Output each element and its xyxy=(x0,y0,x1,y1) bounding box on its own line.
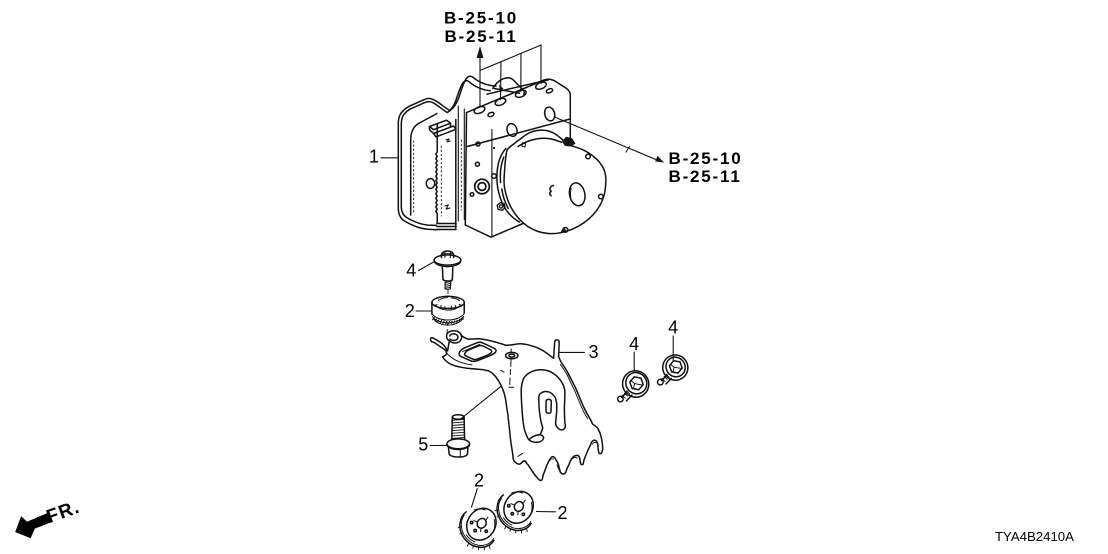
svg-text:B-25-11: B-25-11 xyxy=(444,27,517,46)
svg-text:4: 4 xyxy=(629,334,639,354)
svg-text:B-25-10: B-25-10 xyxy=(669,149,743,168)
svg-text:5: 5 xyxy=(418,434,428,454)
svg-text:2: 2 xyxy=(405,301,415,321)
svg-text:4: 4 xyxy=(406,261,416,281)
svg-text:2: 2 xyxy=(557,503,567,523)
svg-text:1: 1 xyxy=(369,147,379,167)
svg-text:B-25-10: B-25-10 xyxy=(444,9,518,28)
svg-text:3: 3 xyxy=(588,342,598,362)
svg-text:2: 2 xyxy=(474,471,484,491)
svg-text:TYA4B2410A: TYA4B2410A xyxy=(995,529,1074,544)
svg-text:4: 4 xyxy=(668,318,678,338)
svg-text:B-25-11: B-25-11 xyxy=(669,167,742,186)
